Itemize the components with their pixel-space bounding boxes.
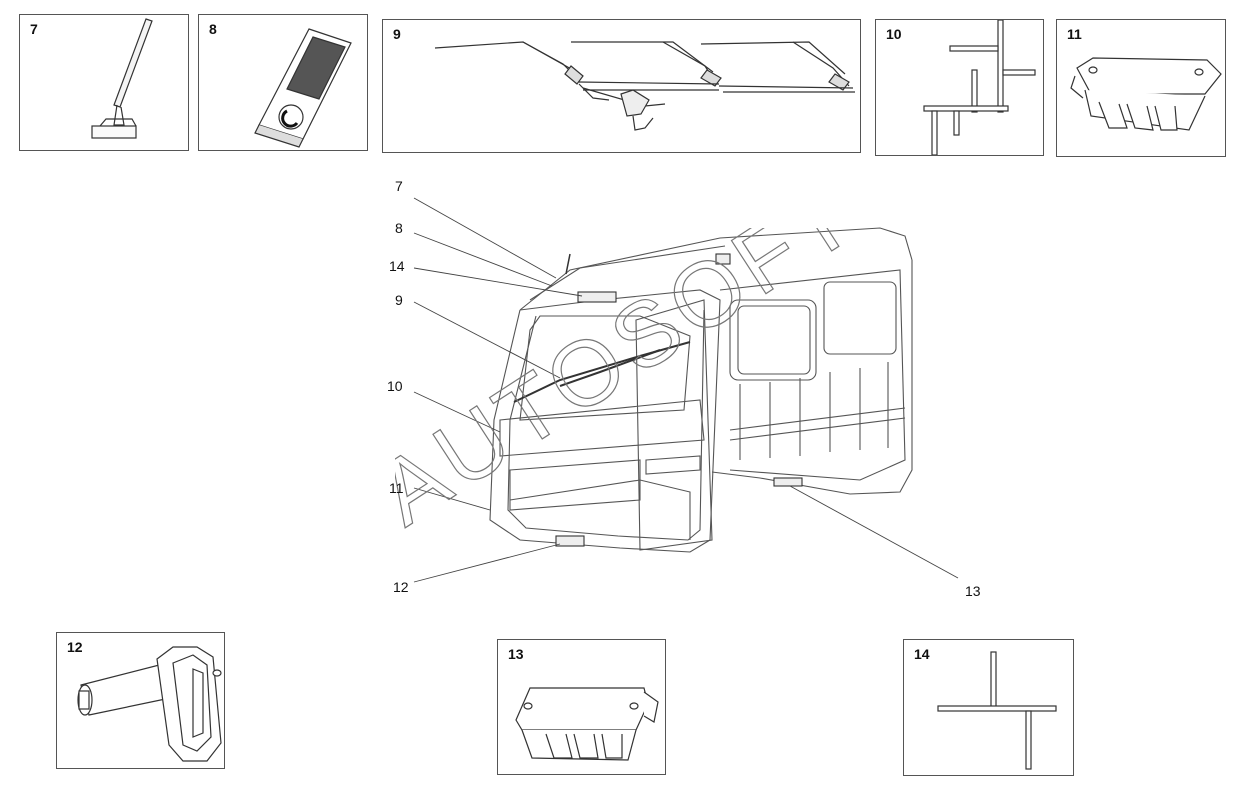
panel-number: 7 — [30, 21, 38, 37]
wiper-assembly-icon — [434, 41, 855, 131]
panel-number: 9 — [393, 26, 401, 42]
detail-panel-10: 10 — [875, 19, 1044, 156]
watermark-text: AUTOSOFT — [395, 228, 875, 545]
detail-panel-14: 14 — [903, 639, 1074, 776]
detail-panel-8: 8 — [198, 14, 368, 151]
panel-number: 10 — [886, 26, 902, 42]
cab-light-icon — [254, 28, 352, 148]
panel-number: 12 — [67, 639, 83, 655]
panel-number: 11 — [1067, 26, 1082, 42]
panel-number: 14 — [914, 646, 930, 662]
callout-11: 11 — [389, 480, 404, 496]
antenna-icon — [91, 18, 153, 139]
callout-14: 14 — [389, 258, 405, 274]
bracket-profile-icon — [923, 20, 1036, 155]
callout-13: 13 — [965, 583, 981, 599]
callout-10: 10 — [387, 378, 403, 394]
panel-number: 13 — [508, 646, 524, 662]
detail-panel-11: 11 — [1056, 19, 1226, 157]
callout-12: 12 — [393, 579, 409, 595]
callout-9: 9 — [395, 292, 403, 308]
lamp-housing-icon — [1070, 57, 1222, 131]
detail-panel-12: 12 — [56, 632, 225, 769]
lamp-housing-icon — [515, 687, 659, 761]
door-latch-icon — [77, 646, 222, 762]
detail-panel-13: 13 — [497, 639, 666, 775]
detail-panel-9: 9 — [382, 19, 861, 153]
callout-8: 8 — [395, 220, 403, 236]
callout-7: 7 — [395, 178, 403, 194]
detail-panel-7: 7 — [19, 14, 189, 151]
watermark: AUTOSOFT — [395, 228, 875, 545]
t-profile-icon — [937, 651, 1057, 770]
panel-number: 8 — [209, 21, 217, 37]
